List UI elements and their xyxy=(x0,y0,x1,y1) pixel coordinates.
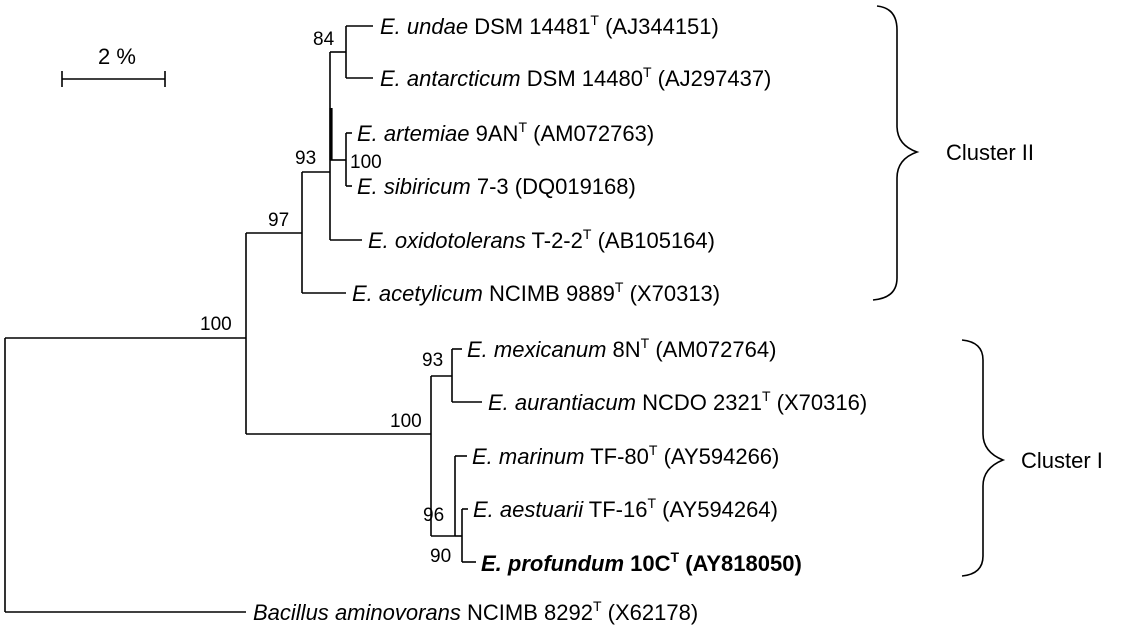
type-strain-mark: T xyxy=(643,64,652,80)
taxon-accession: (AJ297437) xyxy=(658,66,772,91)
taxon-accession: (AM072763) xyxy=(533,121,654,146)
taxon-name: E. xyxy=(380,14,401,39)
cluster-braces: Cluster II Cluster I xyxy=(872,5,1103,577)
taxon-label-sibiricum: E. sibiricum 7-3 (DQ019168) xyxy=(357,174,636,199)
taxon-name: E. xyxy=(473,497,494,522)
taxon-name: E. xyxy=(368,228,389,253)
taxon-accession: (AM072764) xyxy=(655,337,776,362)
scale-bar-label: 2 % xyxy=(98,44,136,69)
taxon-strain: NCIMB 8292 xyxy=(467,600,593,625)
taxon-strain: TF-80 xyxy=(590,444,649,469)
taxon-name: E. xyxy=(472,444,493,469)
bootstrap-100-root: 100 xyxy=(200,314,232,335)
type-strain-mark: T xyxy=(518,119,527,135)
taxon-strain: 9AN xyxy=(476,121,519,146)
taxon-species: undae xyxy=(407,14,468,39)
bootstrap-84: 84 xyxy=(313,29,335,50)
taxon-strain: DSM 14481 xyxy=(474,14,590,39)
taxon-accession: (X70313) xyxy=(630,281,721,306)
taxon-species: aminovorans xyxy=(335,600,461,625)
taxon-strain: 10C xyxy=(630,551,670,576)
taxon-label-acetylicum: E. acetylicum NCIMB 9889T (X70313) xyxy=(352,272,720,306)
type-strain-mark: T xyxy=(615,279,624,295)
taxon-accession: (X70316) xyxy=(777,390,868,415)
taxon-species: aestuarii xyxy=(500,497,584,522)
cluster1-label: Cluster I xyxy=(1021,448,1103,473)
type-strain-mark: T xyxy=(590,12,599,28)
taxon-species: aurantiacum xyxy=(515,390,636,415)
taxon-name: E. xyxy=(352,281,373,306)
taxon-species: sibiricum xyxy=(384,174,471,199)
taxon-label-aurantiacum: E. aurantiacum NCDO 2321T (X70316) xyxy=(488,381,867,415)
taxon-name: E. xyxy=(380,66,401,91)
type-strain-mark: T xyxy=(647,495,656,511)
taxon-label-profundum: E. profundum 10CT (AY818050) xyxy=(481,542,802,576)
taxon-label-bacillus: Bacillus aminovorans NCIMB 8292T (X62178… xyxy=(253,591,698,625)
cluster1-brace xyxy=(961,339,1006,577)
bootstrap-values: 84 100 93 97 100 93 100 96 90 xyxy=(200,29,451,567)
bootstrap-97: 97 xyxy=(268,210,289,231)
taxon-species: profundum xyxy=(507,551,624,576)
bootstrap-100-artemiae: 100 xyxy=(350,152,382,173)
type-strain-mark: T xyxy=(762,388,771,404)
taxon-accession: (AY818050) xyxy=(685,551,802,576)
taxon-label-artemiae: E. artemiae 9ANT (AM072763) xyxy=(357,112,654,146)
taxon-name: E. xyxy=(488,390,509,415)
taxon-accession: (AY594264) xyxy=(662,497,778,522)
taxon-name: Bacillus xyxy=(253,600,329,625)
taxon-label-antarcticum: E. antarcticum DSM 14480T (AJ297437) xyxy=(380,57,771,91)
type-strain-mark: T xyxy=(593,598,602,614)
taxon-labels: E. undae DSM 14481T (AJ344151) E. antarc… xyxy=(253,5,867,625)
bootstrap-96: 96 xyxy=(423,505,444,526)
taxon-strain: 8N xyxy=(613,337,641,362)
taxon-name: E. xyxy=(357,174,378,199)
taxon-strain: NCDO 2321 xyxy=(642,390,762,415)
taxon-species: mexicanum xyxy=(494,337,606,362)
taxon-strain: T-2-2 xyxy=(532,228,583,253)
bootstrap-90: 90 xyxy=(430,546,451,567)
taxon-label-marinum: E. marinum TF-80T (AY594266) xyxy=(472,435,779,469)
type-strain-mark: T xyxy=(641,335,650,351)
taxon-name: E. xyxy=(481,551,502,576)
tree-branches xyxy=(4,25,482,613)
taxon-name: E. xyxy=(467,337,488,362)
cluster2-brace xyxy=(872,5,920,301)
type-strain-mark: T xyxy=(649,442,658,458)
taxon-name: E. xyxy=(357,121,378,146)
taxon-label-undae: E. undae DSM 14481T (AJ344151) xyxy=(380,5,719,39)
taxon-label-mexicanum: E. mexicanum 8NT (AM072764) xyxy=(467,328,776,362)
taxon-accession: (AJ344151) xyxy=(605,14,719,39)
taxon-species: acetylicum xyxy=(379,281,483,306)
taxon-accession: (DQ019168) xyxy=(515,174,636,199)
taxon-species: marinum xyxy=(499,444,585,469)
taxon-accession: (AY594266) xyxy=(664,444,780,469)
taxon-label-oxidotolerans: E. oxidotolerans T-2-2T (AB105164) xyxy=(368,219,715,253)
cluster2-label: Cluster II xyxy=(946,140,1034,165)
taxon-accession: (X62178) xyxy=(608,600,699,625)
type-strain-mark: T xyxy=(583,226,592,242)
taxon-strain: TF-16 xyxy=(589,497,648,522)
bootstrap-100-cluster1: 100 xyxy=(390,411,422,432)
bootstrap-93-cluster2: 93 xyxy=(295,148,316,169)
taxon-species: artemiae xyxy=(384,121,470,146)
taxon-accession: (AB105164) xyxy=(598,228,715,253)
taxon-strain: DSM 14480 xyxy=(527,66,643,91)
bootstrap-93-mexicanum: 93 xyxy=(422,350,443,371)
scale-bar: 2 % xyxy=(61,44,166,87)
taxon-species: antarcticum xyxy=(407,66,521,91)
taxon-strain: NCIMB 9889 xyxy=(489,281,615,306)
type-strain-mark: T xyxy=(671,549,680,565)
taxon-species: oxidotolerans xyxy=(395,228,526,253)
taxon-strain: 7-3 xyxy=(477,174,509,199)
taxon-label-aestuarii: E. aestuarii TF-16T (AY594264) xyxy=(473,488,778,522)
